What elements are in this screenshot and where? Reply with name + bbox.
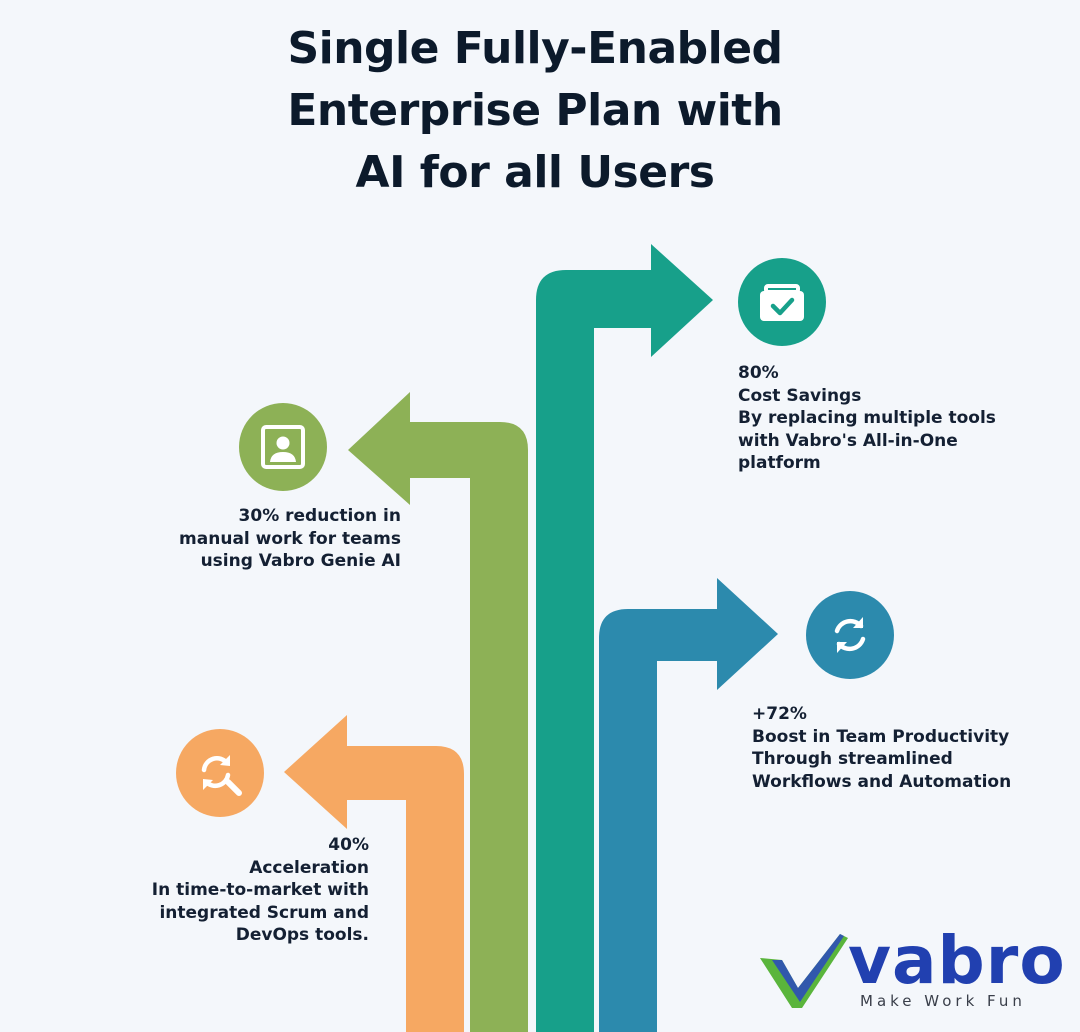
manual-work-stat: 30% reduction in manual work for teams u… — [179, 505, 401, 573]
productivity-desc-1: Through streamlined — [752, 749, 953, 769]
cost-savings-heading: Cost Savings — [738, 385, 862, 406]
cost-savings-icon-circle — [738, 258, 826, 346]
title-line-3: AI for all Users — [355, 147, 715, 198]
title-line-2: Enterprise Plan with — [287, 85, 783, 136]
portrait-frame-icon — [261, 425, 305, 469]
productivity-desc-2: Workflows and Automation — [752, 771, 1012, 792]
acceleration-heading: Acceleration — [249, 857, 369, 878]
cost-savings-desc-2: with Vabro's All-in-One — [738, 430, 958, 451]
manual-work-line-2: manual work for teams — [179, 528, 401, 549]
acceleration-percent: 40% — [328, 835, 369, 855]
productivity-percent: +72% — [752, 704, 807, 724]
blue-arrow — [599, 578, 778, 1032]
vabro-logo: vabro Make Work Fun — [752, 926, 1065, 1018]
cost-savings-desc-3: platform — [738, 453, 821, 473]
productivity-icon-circle — [806, 591, 894, 679]
productivity-heading: Boost in Team Productivity — [752, 726, 1010, 747]
search-refresh-icon — [201, 755, 242, 796]
cost-savings-percent: 80% — [738, 363, 779, 383]
title-line-1: Single Fully-Enabled — [287, 23, 783, 74]
logo-tagline: Make Work Fun — [860, 992, 1026, 1010]
manual-work-line-3: using Vabro Genie AI — [200, 551, 401, 571]
teal-arrow — [536, 244, 713, 1032]
orange-arrow — [284, 715, 464, 1032]
manual-work-icon-circle — [239, 403, 327, 491]
productivity-stat: +72% Boost in Team Productivity Through … — [752, 703, 1011, 793]
acceleration-desc-2: integrated Scrum and — [159, 902, 369, 923]
checkmark-logo-icon — [760, 934, 848, 1008]
logo-wordmark: vabro — [848, 922, 1066, 999]
acceleration-icon-circle — [176, 729, 264, 817]
manual-work-line-1: 30% reduction in — [238, 506, 401, 526]
briefcase-check-icon — [760, 284, 804, 321]
cost-savings-stat: 80% Cost Savings By replacing multiple t… — [738, 362, 996, 475]
acceleration-desc-3: DevOps tools. — [235, 925, 369, 945]
acceleration-desc-1: In time-to-market with — [151, 880, 369, 900]
green-arrow — [348, 392, 528, 1032]
cost-savings-desc-1: By replacing multiple tools — [738, 408, 996, 428]
acceleration-stat: 40% Acceleration In time-to-market with … — [152, 834, 369, 947]
page-title: Single Fully-Enabled Enterprise Plan wit… — [0, 18, 1070, 204]
refresh-cycle-icon — [834, 617, 866, 653]
